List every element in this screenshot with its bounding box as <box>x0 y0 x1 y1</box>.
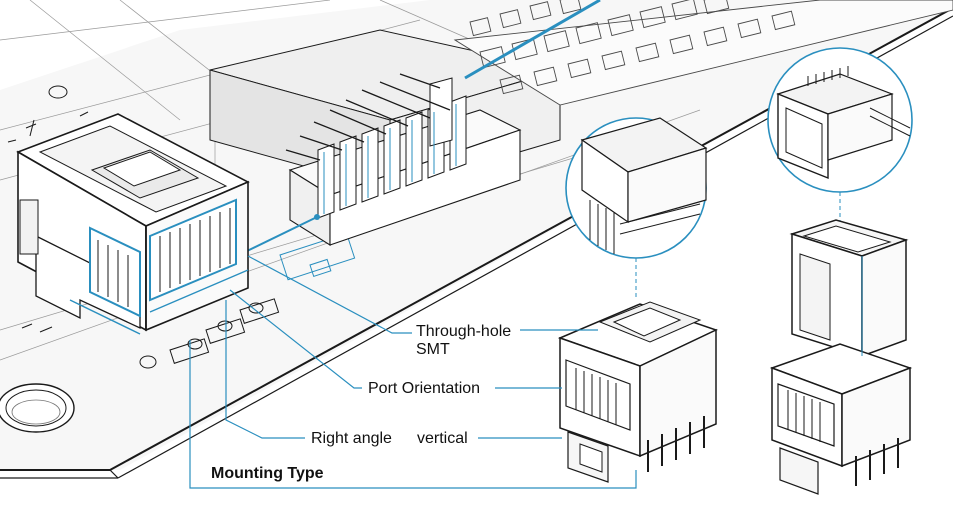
component-pad-grid <box>453 0 953 106</box>
zoom-inset-1 <box>565 117 708 300</box>
rj45-jack-vertical <box>769 219 913 495</box>
vertical-label: vertical <box>417 430 468 447</box>
mounting-type-label: Mounting Type <box>211 465 324 482</box>
smt-label: SMT <box>416 341 450 358</box>
rj45-jack-board-mounted <box>16 113 250 335</box>
pin-header <box>244 73 522 253</box>
callout-lines <box>189 255 637 489</box>
through-hole-label: Through-hole <box>416 323 512 340</box>
rj45-jack-right-angle <box>557 301 718 483</box>
zoom-inset-2 <box>767 47 913 232</box>
right-angle-label: Right angle <box>311 430 392 447</box>
port-orientation-label: Port Orientation <box>368 380 481 397</box>
